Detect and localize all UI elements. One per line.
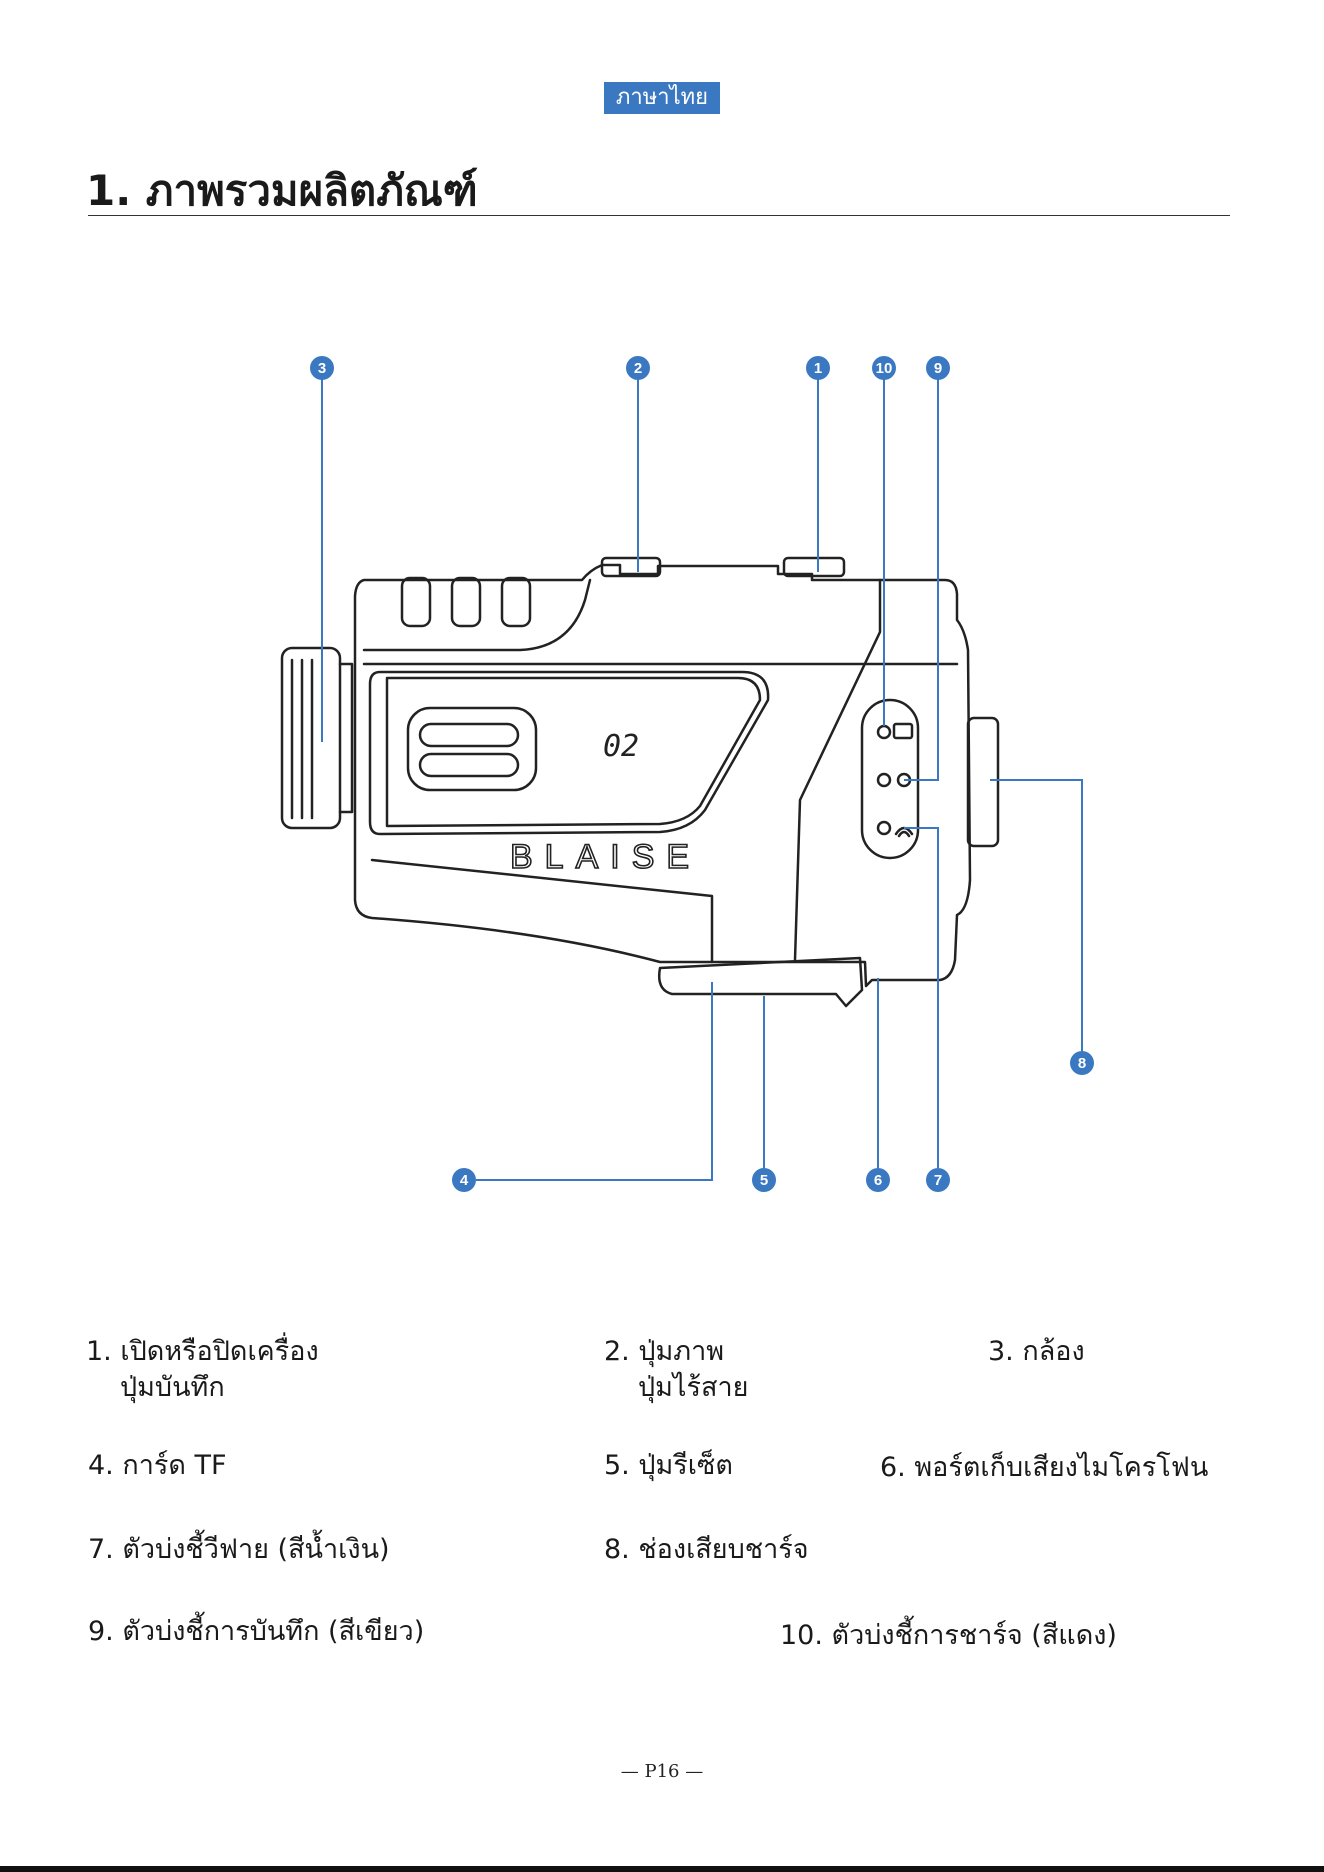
- panel-logo-bar-1: [420, 724, 518, 746]
- leader-4: [476, 982, 712, 1180]
- side-panel-inner: [387, 678, 760, 826]
- eyepiece-connector: [340, 664, 352, 812]
- callouts: 3 2 1 10 9 8 4 5 6 7: [310, 356, 1094, 1192]
- callout-2-label: 2: [634, 360, 642, 377]
- legend-label: ตัวบ่งชี้การบันทึก (สีเขียว): [122, 1616, 424, 1647]
- panel-logo-outer: [408, 708, 536, 790]
- leader-7: [904, 828, 938, 1168]
- legend-number: 3.: [988, 1336, 1014, 1367]
- grip-1: [402, 578, 430, 626]
- legend-label: พอร์ตเก็บเสียงไมโครโฟน: [914, 1452, 1208, 1483]
- legend-label: ตัวบ่งชี้วีฟาย (สีน้ำเงิน): [122, 1534, 389, 1565]
- callout-4-label: 4: [460, 1172, 469, 1189]
- callout-7-label: 7: [934, 1172, 942, 1189]
- legend-number: 6.: [880, 1452, 906, 1483]
- battery-glyph: [894, 724, 912, 738]
- grip-2: [452, 578, 480, 626]
- device-diagram: 02 BLAISE 3 2 1 10 9 8 4 5 6 7: [0, 340, 1324, 1240]
- model-label: 02: [603, 729, 639, 764]
- callout-1-label: 1: [814, 360, 822, 377]
- legend-item-4: 4. การ์ด TF: [88, 1448, 227, 1484]
- legend-label: ปุ่มภาพ: [638, 1336, 724, 1367]
- legend-item-2: 2. ปุ่มภาพ ปุ่มไร้สาย: [604, 1334, 748, 1406]
- legend-item-3: 3. กล้อง: [988, 1334, 1085, 1370]
- legend-number: 1.: [86, 1336, 112, 1367]
- indicator-led-7: [878, 822, 890, 834]
- device-illustration: [282, 558, 998, 1006]
- callout-6-label: 6: [874, 1172, 882, 1189]
- legend-item-5: 5. ปุ่มรีเซ็ต: [604, 1448, 733, 1484]
- legend-item-10: 10. ตัวบ่งชี้การชาร์จ (สีแดง): [780, 1618, 1117, 1654]
- legend-number: 8.: [604, 1534, 630, 1565]
- callout-8-label: 8: [1078, 1055, 1086, 1072]
- callout-3-label: 3: [318, 360, 326, 377]
- legend-label: เปิดหรือปิดเครื่อง: [120, 1336, 318, 1367]
- grip-3: [502, 578, 530, 626]
- bottom-rule: [0, 1866, 1324, 1872]
- callout-5-label: 5: [760, 1172, 768, 1189]
- indicator-led-10: [878, 726, 890, 738]
- legend-number: 7.: [88, 1534, 114, 1565]
- brand-logo: BLAISE: [510, 838, 701, 876]
- legend-label: การ์ด TF: [122, 1450, 226, 1481]
- indicator-led-9: [878, 774, 890, 786]
- legend-label: ตัวบ่งชี้การชาร์จ (สีแดง): [832, 1620, 1117, 1651]
- card-slot: [659, 958, 862, 1006]
- callout-9-label: 9: [934, 360, 942, 377]
- language-badge: ภาษาไทย: [604, 82, 720, 114]
- legend-label: ช่องเสียบชาร์จ: [638, 1534, 808, 1565]
- wifi-glyph: [896, 828, 912, 836]
- legend-number: 5.: [604, 1450, 630, 1481]
- legend-sublabel: ปุ่มบันทึก: [86, 1370, 319, 1406]
- title-divider: [88, 215, 1230, 216]
- legend-item-1: 1. เปิดหรือปิดเครื่อง ปุ่มบันทึก: [86, 1334, 319, 1406]
- legend-item-8: 8. ช่องเสียบชาร์จ: [604, 1532, 809, 1568]
- legend-item-6: 6. พอร์ตเก็บเสียงไมโครโฟน: [880, 1450, 1208, 1486]
- legend-number: 10.: [780, 1620, 823, 1651]
- page-number: — P16 —: [600, 1761, 724, 1782]
- legend-number: 9.: [88, 1616, 114, 1647]
- legend-item-9: 9. ตัวบ่งชี้การบันทึก (สีเขียว): [88, 1614, 424, 1650]
- body-seam: [795, 580, 880, 960]
- legend-number: 2.: [604, 1336, 630, 1367]
- legend-label: กล้อง: [1022, 1336, 1084, 1367]
- leader-8: [990, 780, 1082, 1052]
- legend-number: 4.: [88, 1450, 114, 1481]
- grip-base: [364, 580, 590, 650]
- legend-item-7: 7. ตัวบ่งชี้วีฟาย (สีน้ำเงิน): [88, 1532, 390, 1568]
- panel-logo-bar-2: [420, 754, 518, 776]
- front-cap: [968, 718, 998, 846]
- legend-sublabel: ปุ่มไร้สาย: [604, 1370, 748, 1406]
- callout-10-label: 10: [876, 360, 893, 377]
- eyepiece-knurl: [292, 660, 312, 818]
- legend-label: ปุ่มรีเซ็ต: [638, 1450, 733, 1481]
